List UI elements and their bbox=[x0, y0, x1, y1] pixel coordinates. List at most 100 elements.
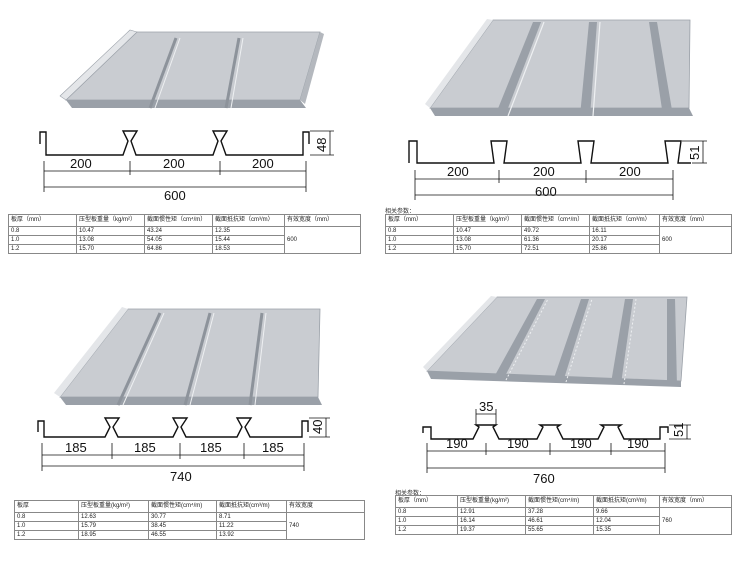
rib-label: 200 bbox=[533, 164, 555, 179]
panel-decking-760-open: 35 51 190 190 190 190 760 相关参数： 板厚（mm） 压… bbox=[375, 287, 750, 574]
table-row: 1.2 15.70 72.51 25.86 bbox=[385, 244, 732, 254]
params-note-2: 相关参数： bbox=[385, 209, 416, 215]
cell: 15.70 bbox=[76, 244, 145, 254]
cell: 1.2 bbox=[385, 244, 454, 254]
header-weight: 压型板重量（kg/m²） bbox=[76, 214, 145, 227]
cell: 0.8 bbox=[385, 226, 454, 236]
rib-label: 185 bbox=[200, 440, 222, 455]
cell: 25.86 bbox=[589, 244, 660, 254]
header-weight: 压型板重量(kg/m²) bbox=[78, 500, 149, 513]
spec-table-3: 板厚 压型板重量(kg/m²) 截面惯性矩(cm⁴/m) 截面抵抗矩(cm³/m… bbox=[14, 500, 365, 540]
rib-label: 200 bbox=[252, 156, 274, 171]
cell: 16.11 bbox=[589, 226, 660, 236]
cell: 12.04 bbox=[593, 516, 660, 526]
rib-label: 200 bbox=[447, 164, 469, 179]
effective-width-value: 760 bbox=[659, 507, 732, 535]
rib-label: 185 bbox=[65, 440, 87, 455]
height-label-3: 40 bbox=[310, 420, 325, 434]
decking-render-2 bbox=[425, 19, 693, 117]
cell: 0.8 bbox=[395, 507, 458, 517]
table-row: 1.2 18.95 46.55 13.92 bbox=[14, 530, 365, 540]
cell: 54.05 bbox=[144, 235, 213, 245]
rib-dimension-lines-3 bbox=[41, 443, 305, 471]
cell: 12.91 bbox=[457, 507, 526, 517]
cell: 1.0 bbox=[385, 235, 454, 245]
header-effective-width: 有效宽度（mm） bbox=[284, 214, 361, 227]
profile-line-4 bbox=[422, 424, 669, 440]
table-row: 1.2 19.37 55.65 15.35 bbox=[395, 525, 732, 535]
table-row: 0.8 10.47 43.24 12.35 600 bbox=[8, 226, 361, 254]
rib-label: 200 bbox=[163, 156, 185, 171]
header-inertia: 截面惯性矩（cm⁴/m） bbox=[521, 214, 590, 227]
effective-width-value: 600 bbox=[284, 226, 361, 254]
height-label-4: 51 bbox=[671, 423, 686, 437]
header-thickness: 板厚（mm） bbox=[8, 214, 77, 227]
top-width-label-4: 35 bbox=[479, 399, 493, 414]
header-effective-width: 有效宽度（mm） bbox=[659, 214, 732, 227]
height-dimension-2 bbox=[682, 140, 707, 164]
effective-width-value: 600 bbox=[659, 226, 732, 254]
panel-3-drawing: 40 185 185 185 185 740 bbox=[37, 307, 330, 484]
rib-label: 190 bbox=[446, 436, 468, 451]
cell: 13.92 bbox=[216, 530, 287, 540]
header-effective-width: 有效宽度 bbox=[286, 500, 365, 513]
height-dimension-4 bbox=[669, 424, 691, 440]
cell: 20.17 bbox=[589, 235, 660, 245]
header-modulus: 截面抵抗矩（cm³/m） bbox=[589, 214, 660, 227]
cell: 12.63 bbox=[78, 512, 149, 522]
rib-dimension-lines-2 bbox=[414, 170, 674, 200]
cell: 1.0 bbox=[14, 521, 79, 531]
cell: 10.47 bbox=[76, 226, 145, 236]
profile-line-2 bbox=[408, 140, 691, 164]
cell: 18.53 bbox=[212, 244, 285, 254]
header-weight: 压型板重量（kg/m²） bbox=[453, 214, 522, 227]
rib-label: 190 bbox=[627, 436, 649, 451]
cell: 0.8 bbox=[14, 512, 79, 522]
top-width-dimension-4 bbox=[475, 409, 497, 425]
cell: 13.08 bbox=[76, 235, 145, 245]
panel-decking-600-closed: 48 200 200 200 600 板厚（mm） 压型板重量（kg/m²） 截… bbox=[0, 0, 375, 287]
cell: 19.37 bbox=[457, 525, 526, 535]
cell: 46.61 bbox=[525, 516, 594, 526]
panel-1-drawing: 48 200 200 200 600 bbox=[39, 29, 334, 203]
rib-dimension-lines-4 bbox=[426, 443, 666, 473]
header-modulus: 截面抵抗矩（cm³/m） bbox=[212, 214, 285, 227]
cell: 49.72 bbox=[521, 226, 590, 236]
profile-line-3 bbox=[37, 417, 309, 438]
panel-2-drawing: 51 200 200 200 600 bbox=[408, 19, 707, 200]
cell: 55.65 bbox=[525, 525, 594, 535]
cell: 37.28 bbox=[525, 507, 594, 517]
cell: 64.86 bbox=[144, 244, 213, 254]
rib-label: 200 bbox=[70, 156, 92, 171]
decking-render-3 bbox=[54, 307, 322, 406]
cell: 15.44 bbox=[212, 235, 285, 245]
cell: 72.51 bbox=[521, 244, 590, 254]
spec-table-4: 板厚（mm） 压型板重量(kg/m²) 截面惯性矩(cm⁴/m) 截面抵抗矩(c… bbox=[395, 495, 732, 535]
spec-table-2: 板厚（mm） 压型板重量（kg/m²） 截面惯性矩（cm⁴/m） 截面抵抗矩（c… bbox=[385, 214, 732, 254]
total-width-label-3: 740 bbox=[170, 469, 192, 484]
header-thickness: 板厚 bbox=[14, 500, 79, 513]
cell: 0.8 bbox=[8, 226, 77, 236]
table-row: 0.8 12.63 30.77 8.71 740 bbox=[14, 512, 365, 540]
header-weight: 压型板重量(kg/m²) bbox=[457, 495, 526, 508]
rib-label: 190 bbox=[570, 436, 592, 451]
decking-render-4 bbox=[423, 296, 688, 387]
cell: 1.2 bbox=[395, 525, 458, 535]
rib-label: 190 bbox=[507, 436, 529, 451]
header-thickness: 板厚（mm） bbox=[395, 495, 458, 508]
cell: 18.95 bbox=[78, 530, 149, 540]
profile-line-1 bbox=[39, 130, 310, 156]
rib-dimension-lines-1 bbox=[43, 161, 307, 192]
cell: 1.0 bbox=[395, 516, 458, 526]
spec-table-1: 板厚（mm） 压型板重量（kg/m²） 截面惯性矩（cm⁴/m） 截面抵抗矩（c… bbox=[8, 214, 361, 254]
panel-decking-740-closed: 40 185 185 185 185 740 板厚 压型板重量(kg/m²) 截… bbox=[0, 287, 375, 574]
height-dimension-1 bbox=[310, 130, 334, 156]
cell: 15.35 bbox=[593, 525, 660, 535]
effective-width-value: 740 bbox=[286, 512, 365, 540]
cell: 12.35 bbox=[212, 226, 285, 236]
rib-label: 200 bbox=[619, 164, 641, 179]
panel-decking-600-open: 51 200 200 200 600 相关参数： 板厚（mm） 压型板重量（kg… bbox=[375, 0, 750, 287]
cell: 1.2 bbox=[14, 530, 79, 540]
cell: 46.55 bbox=[148, 530, 217, 540]
cell: 1.2 bbox=[8, 244, 77, 254]
